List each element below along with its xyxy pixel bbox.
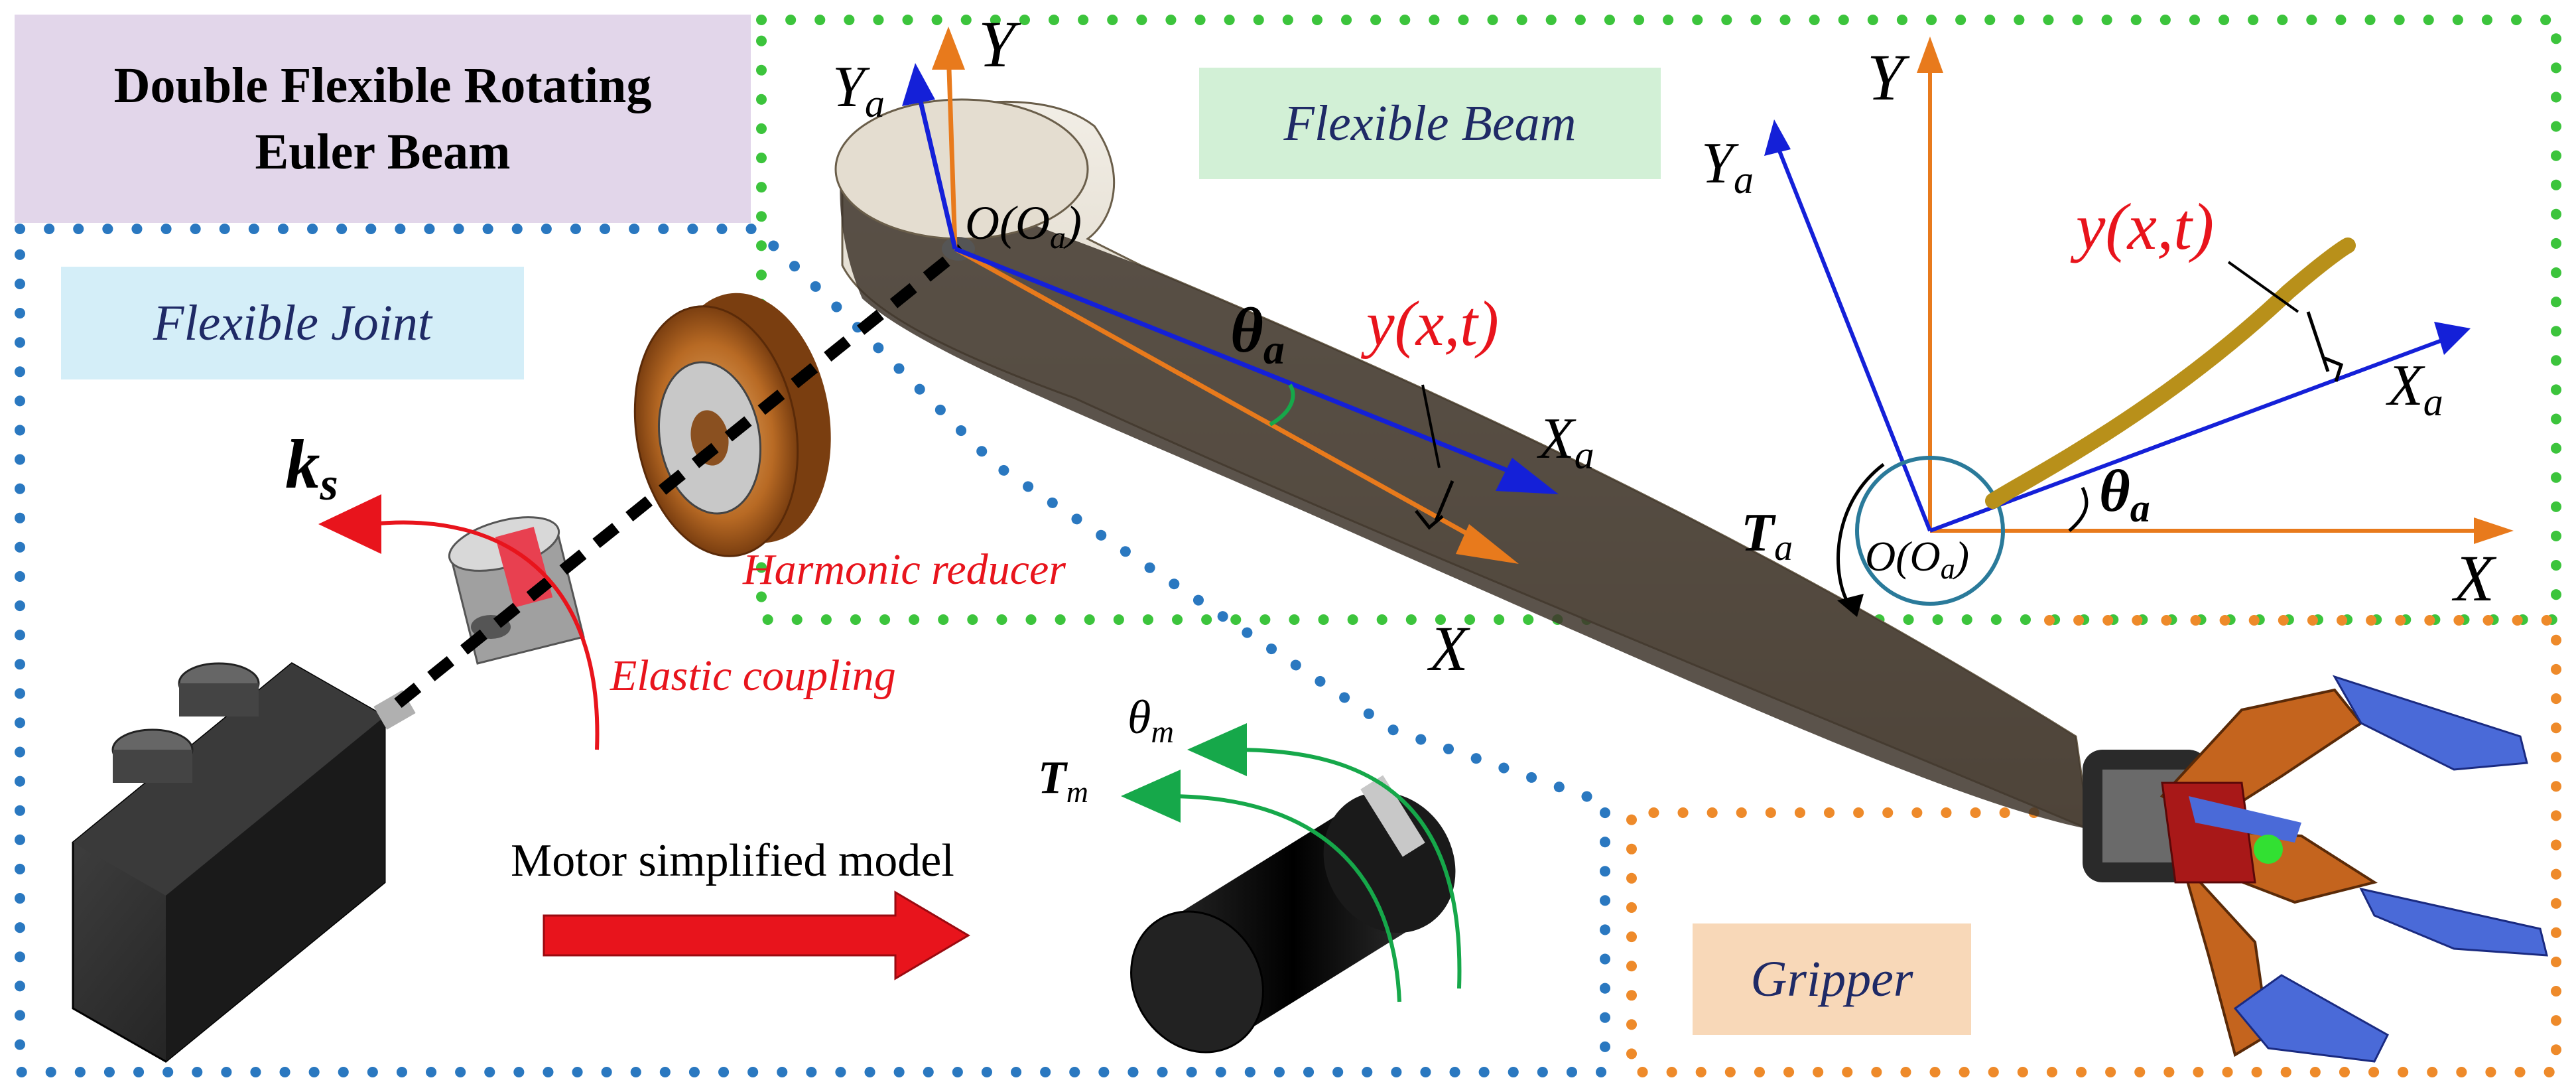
schematic-deflection-marker — [2306, 311, 2330, 372]
harmonic-reducer-graphic — [633, 293, 831, 557]
flexible-beam-label: Flexible Beam — [1199, 68, 1661, 179]
shaft-axis-line — [394, 243, 966, 709]
schematic-ya-axis — [1775, 145, 1932, 532]
torque-m-label: Tm — [1038, 752, 1088, 809]
ks-label: ks — [285, 425, 338, 510]
beam-y-axis — [946, 49, 958, 249]
torque-a-label: Ta — [1741, 502, 1793, 569]
schematic-xa-axis — [1929, 336, 2449, 533]
flexible-beam-body — [834, 98, 2091, 831]
beam-y-arrow-head — [932, 27, 965, 70]
torque-a-arrow-head — [1837, 594, 1864, 617]
torque-m-arc — [1167, 794, 1401, 1002]
beam-deflection-marker — [1434, 480, 1454, 521]
schematic-x-arrow-head — [2474, 517, 2514, 544]
diagram-labels: ks Harmonic reducer Elastic coupling Mot… — [285, 7, 2497, 886]
schematic-deflection-leader — [2227, 261, 2299, 313]
beam-deflection-leader — [1421, 384, 1441, 468]
flexible-joint-region-border — [15, 224, 1610, 1077]
motor-model-arrow — [543, 890, 970, 981]
beam-x-arrow-head — [1456, 524, 1519, 564]
region-borders — [15, 15, 2561, 1077]
flexible-joint-label: Flexible Joint — [61, 267, 524, 379]
schematic-xa-label: Xa — [2386, 354, 2443, 424]
schematic-origin-label: O(Oa) — [1865, 533, 1969, 585]
ks-rotation-arc — [371, 520, 600, 750]
elastic-coupling-label: Elastic coupling — [610, 651, 896, 700]
schematic-joint-circle — [1855, 456, 2005, 606]
torque-a-arc — [1836, 463, 1885, 608]
beam-x-axis — [954, 246, 1487, 547]
title-line-2: Euler Beam — [255, 124, 511, 180]
schematic-right-angle-marker — [2324, 356, 2344, 382]
motor-model-label: Motor simplified model — [511, 835, 954, 886]
beam-xa-axis — [954, 246, 1527, 480]
theta-m-label: θm — [1127, 691, 1174, 750]
gripper-graphic — [2083, 675, 2548, 1063]
beam-frame — [902, 27, 1559, 564]
ks-arrow-head — [318, 494, 381, 554]
theta-m-arc — [1233, 748, 1462, 989]
schematic-x-label: X — [2451, 541, 2497, 615]
beam-origin-label: O(Oa) — [965, 196, 1082, 255]
beam-x-label: X — [1427, 613, 1470, 684]
beam-y-label: Y — [978, 7, 1021, 81]
title-line-1: Double Flexible Rotating — [113, 58, 652, 113]
beam-theta-a-arc — [1269, 383, 1295, 427]
schematic-theta-a-label: θa — [2099, 458, 2150, 530]
beam-ya-axis — [916, 92, 958, 249]
beam-xa-arrow-head — [1496, 458, 1559, 494]
beam-ya-arrow-head — [902, 63, 935, 106]
beam-xa-label: Xa — [1537, 407, 1594, 477]
schematic-frame — [1764, 36, 2514, 617]
schematic-y-arrow-head — [1917, 36, 1943, 73]
schematic-ya-arrow-head — [1764, 119, 1791, 156]
simplified-motor-graphic — [1130, 775, 1456, 1054]
servo-motor-graphic — [72, 662, 416, 1063]
schematic-theta-a-arc — [2068, 486, 2089, 532]
beam-ya-label: Ya — [832, 55, 885, 125]
beam-right-angle-marker — [1415, 510, 1444, 530]
schematic-deflection-label: y(x,t) — [2070, 190, 2214, 263]
torque-m-arrow-head — [1121, 770, 1181, 823]
gripper-label: Gripper — [1693, 923, 1971, 1035]
schematic-y-label: Y — [1867, 40, 1910, 114]
harmonic-reducer-label: Harmonic reducer — [742, 545, 1066, 594]
diagram-title: Double Flexible Rotating Euler Beam — [15, 15, 751, 223]
beam-theta-a-label: θa — [1230, 295, 1285, 373]
schematic-xa-arrow-head — [2434, 322, 2471, 355]
schematic-flexible-beam — [1985, 238, 2356, 509]
beam-deflection-label: y(x,t) — [1360, 288, 1499, 359]
schematic-ya-label: Ya — [1701, 131, 1754, 202]
theta-m-arrow-head — [1187, 723, 1247, 776]
